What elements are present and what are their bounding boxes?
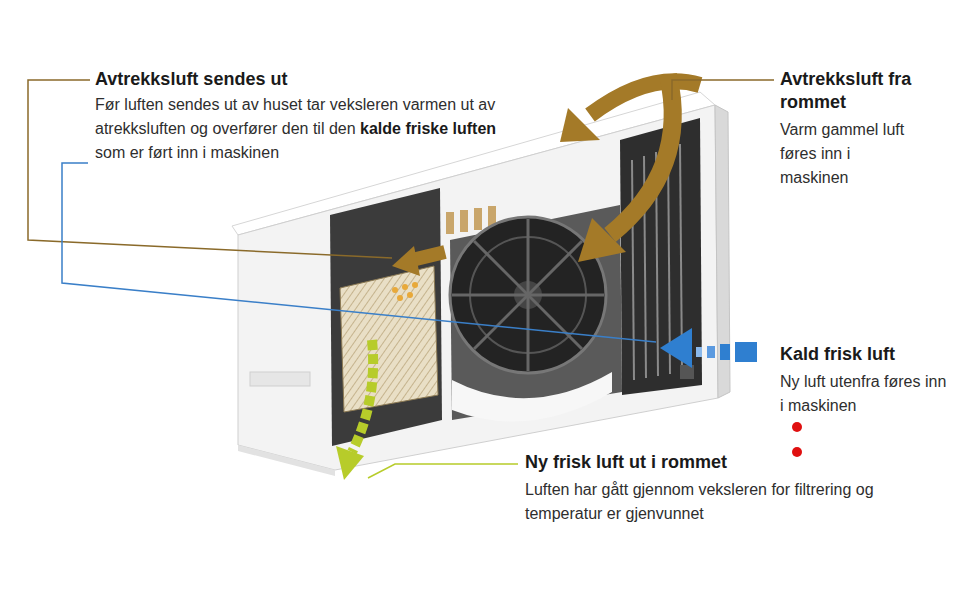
callout-text: som er ført inn i maskinen bbox=[95, 144, 279, 161]
red-dots bbox=[792, 422, 802, 457]
callout-text: Luften har gått gjennom veksleren for fi… bbox=[525, 481, 874, 522]
leader-lines-part bbox=[62, 163, 656, 342]
callout-emphasis: kalde friske luften bbox=[360, 120, 496, 137]
exhaust-arrows-part bbox=[392, 246, 420, 276]
leader-lines-part bbox=[672, 80, 774, 100]
left-compartment-part bbox=[340, 266, 438, 412]
exhaust-arrows-part bbox=[610, 75, 673, 235]
callout-heading: Kald frisk luft bbox=[780, 344, 895, 364]
unit-housing-part bbox=[238, 105, 718, 470]
label-block: Ny frisk luft ut i rommet bbox=[525, 451, 945, 474]
blower-section-part bbox=[632, 160, 634, 380]
grille-part bbox=[446, 212, 454, 234]
label-block: Avtrekksluft fra rommet bbox=[780, 68, 920, 114]
grille-part bbox=[460, 210, 468, 232]
red-dots-part bbox=[792, 422, 802, 432]
unit-housing bbox=[232, 92, 730, 476]
left-compartment-part bbox=[330, 188, 442, 446]
fresh-air-arrow bbox=[660, 328, 757, 368]
left-compartment bbox=[330, 188, 442, 446]
red-dots-part bbox=[792, 447, 802, 457]
label-block: Avtrekksluft sendes ut bbox=[95, 68, 455, 91]
fan-section-part bbox=[452, 372, 612, 422]
left-compartment-part bbox=[412, 282, 418, 288]
fresh-air-arrow-part bbox=[660, 328, 692, 368]
unit-housing-part bbox=[250, 372, 310, 386]
leader-lines bbox=[28, 80, 774, 478]
callout-heading: Ny frisk luft ut i rommet bbox=[525, 452, 727, 472]
fresh-air-arrow-part bbox=[696, 347, 702, 357]
left-compartment-part bbox=[392, 287, 398, 293]
left-compartment-part bbox=[407, 292, 413, 298]
callout-heading: Avtrekksluft fra rommet bbox=[780, 69, 911, 112]
unit-housing-part bbox=[238, 445, 335, 476]
label-block: Luften har gått gjennom veksleren for fi… bbox=[525, 478, 925, 526]
unit-housing-part bbox=[715, 105, 730, 398]
left-compartment-part bbox=[402, 284, 408, 290]
label-block: Kald frisk luft bbox=[780, 343, 955, 366]
fresh-air-arrow-part bbox=[720, 344, 730, 360]
fan-section-part bbox=[450, 217, 606, 373]
callout-text: Ny luft utenfra føres inn i maskinen bbox=[780, 373, 946, 414]
blower-section-part bbox=[668, 148, 670, 374]
callout-heading: Avtrekksluft sendes ut bbox=[95, 69, 287, 89]
supply-arrow bbox=[336, 340, 373, 480]
leader-lines-part bbox=[368, 464, 518, 478]
fresh-air-arrow-part bbox=[735, 342, 757, 362]
label-block: Ny luft utenfra føres inn i maskinen bbox=[780, 370, 950, 418]
exhaust-arrows-part bbox=[590, 81, 700, 115]
exhaust-arrows-part bbox=[412, 252, 445, 260]
grille-part bbox=[474, 208, 482, 230]
callout-text: Varm gammel luft føres inn i maskinen bbox=[780, 121, 904, 186]
exhaust-arrows-part bbox=[560, 108, 600, 142]
supply-arrow-part bbox=[352, 340, 373, 452]
fresh-air-arrow-part bbox=[707, 346, 715, 358]
exhaust-arrows-part bbox=[578, 218, 626, 262]
label-block: Varm gammel luft føres inn i maskinen bbox=[780, 118, 915, 190]
supply-arrow-part bbox=[336, 446, 364, 480]
left-compartment-part bbox=[397, 295, 403, 301]
label-block: Før luften sendes ut av huset tar veksle… bbox=[95, 93, 525, 165]
